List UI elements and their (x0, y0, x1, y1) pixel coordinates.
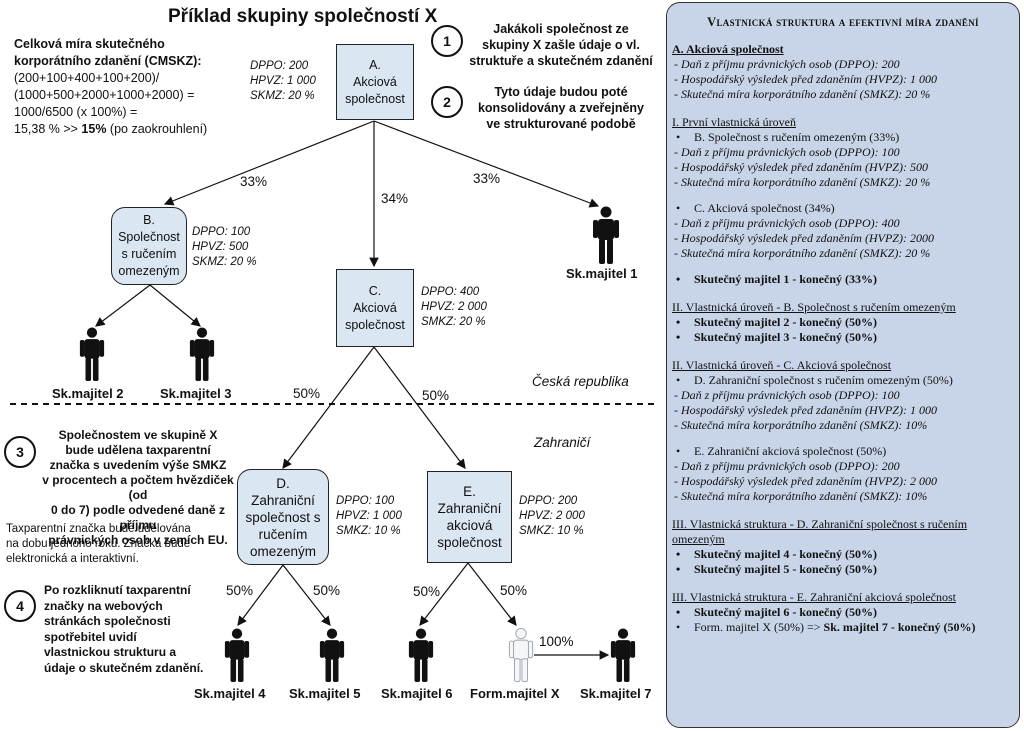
panel-owner: Skutečný majitel 5 - konečný (50%) (672, 562, 1014, 577)
percent-a-b: 33% (240, 174, 268, 189)
owner-2-label: Sk.majitel 2 (52, 386, 124, 401)
calc-line: Celková míra skutečného (14, 37, 165, 51)
panel-section-level1: I. První vlastnická úroveň (672, 115, 796, 129)
owner-6-label: Sk.majitel 6 (381, 686, 453, 701)
diagram-title: Příklad skupiny společností X (168, 6, 438, 27)
owner-7-label: Sk.majitel 7 (580, 686, 652, 701)
panel-line: - Skutečná míra korporátního zdanění (SM… (674, 246, 931, 260)
total-tax-rate-calculation: Celková míra skutečného korporátního zda… (14, 36, 207, 138)
panel-line: - Hospodářský výsledek před zdaněním (HV… (674, 474, 937, 488)
percent-a-owner1: 33% (473, 171, 501, 186)
step-2-badge: 2 (431, 86, 463, 118)
step-4-badge: 4 (4, 590, 36, 622)
panel-section-level2-b: II. Vlastnická úroveň - B. Společnost s … (672, 300, 956, 314)
panel-line: - Skutečná míra korporátního zdanění (SM… (674, 418, 928, 432)
owner-1-label: Sk.majitel 1 (566, 266, 638, 281)
panel-bullet: B. Společnost s ručením omezeným (33%) (672, 130, 1014, 145)
percent-c-d: 50% (293, 386, 321, 401)
panel-bullet: D. Zahraniční společnost s ručením omeze… (672, 373, 1014, 388)
panel-owner: Skutečný majitel 3 - konečný (50%) (672, 330, 1014, 345)
panel-line: - Hospodářský výsledek před zdaněním (HV… (674, 160, 928, 174)
percent-d-owner5: 50% (313, 583, 341, 598)
person-icon (224, 628, 250, 682)
person-icon (593, 206, 619, 264)
panel-section-level3-e: III. Vlastnická struktura - E. Zahraničn… (672, 590, 957, 604)
region-abroad: Zahraničí (534, 435, 591, 450)
step-1-badge: 1 (431, 25, 463, 57)
panel-line: - Daň z příjmu právnických osob (DPPO): … (674, 145, 900, 159)
region-czech: Česká republika (532, 374, 629, 389)
owner-3-label: Sk.majitel 3 (160, 386, 232, 401)
panel-owner: Skutečný majitel 6 - konečný (50%) (672, 605, 1014, 620)
panel-line: - Hospodářský výsledek před zdaněním (HV… (674, 72, 937, 86)
formal-owner-icon (508, 628, 534, 682)
panel-line: - Daň z příjmu právnických osob (DPPO): … (674, 216, 900, 230)
panel-line: - Hospodářský výsledek před zdaněním (HV… (674, 231, 934, 245)
panel-owner: Skutečný majitel 2 - konečný (50%) (672, 315, 1014, 330)
percent-c-e: 50% (422, 388, 450, 403)
percent-a-c: 34% (381, 191, 409, 206)
panel-line: - Skutečná míra korporátního zdanění (SM… (674, 489, 928, 503)
panel-section-level2-c: II. Vlastnická úroveň - C. Akciová spole… (672, 358, 892, 372)
panel-line: - Daň z příjmu právnických osob (DPPO): … (674, 459, 900, 473)
panel-owner: Skutečný majitel 1 - konečný (33%) (672, 272, 1014, 287)
person-icon (610, 628, 636, 682)
panel-owner: Skutečný majitel 4 - konečný (50%) (672, 547, 1014, 562)
formal-owner-x-label: Form.majitel X (470, 686, 560, 701)
person-icon (79, 327, 105, 381)
panel-line: - Daň z příjmu právnických osob (DPPO): … (674, 57, 900, 71)
calc-line: 1000/6500 (x 100%) = (14, 105, 138, 119)
percent-d-owner4: 50% (226, 583, 254, 598)
panel-title: Vlastnická struktura a efektivní míra zd… (707, 15, 979, 29)
panel-section-a: A. Akciová společnost (672, 42, 784, 56)
owner-4-label: Sk.majitel 4 (194, 686, 266, 701)
owner-5-label: Sk.majitel 5 (289, 686, 361, 701)
panel-bullet: E. Zahraniční akciová společnost (50%) (672, 444, 1014, 459)
ownership-summary-panel: Vlastnická struktura a efektivní míra zd… (666, 2, 1020, 728)
calc-line: (1000+500+2000+1000+2000) = (14, 88, 195, 102)
person-icon (319, 628, 345, 682)
panel-owner-formal: Form. majitel X (50%) => Sk. majitel 7 -… (672, 620, 1014, 635)
panel-bullet: C. Akciová společnost (34%) (672, 201, 1014, 216)
panel-line: - Skutečná míra korporátního zdanění (SM… (674, 87, 931, 101)
panel-line: - Daň z příjmu právnických osob (DPPO): … (674, 388, 900, 402)
person-icon (189, 327, 215, 381)
calc-result: 15,38 % >> 15% (po zaokrouhlení) (14, 122, 208, 136)
panel-line: - Hospodářský výsledek před zdaněním (HV… (674, 403, 937, 417)
person-icon (408, 628, 434, 682)
percent-e-owner6: 50% (413, 584, 441, 599)
calc-line: (200+100+400+100+200)/ (14, 71, 160, 85)
step-3-badge: 3 (4, 436, 36, 468)
percent-x-owner7: 100% (539, 634, 574, 649)
percent-e-ownerx: 50% (500, 583, 528, 598)
calc-line: korporátního zdanění (CMSKZ): (14, 54, 202, 68)
panel-section-level3-d: III. Vlastnická struktura - D. Zahraničn… (672, 517, 968, 546)
panel-line: - Skutečná míra korporátního zdanění (SM… (674, 175, 931, 189)
